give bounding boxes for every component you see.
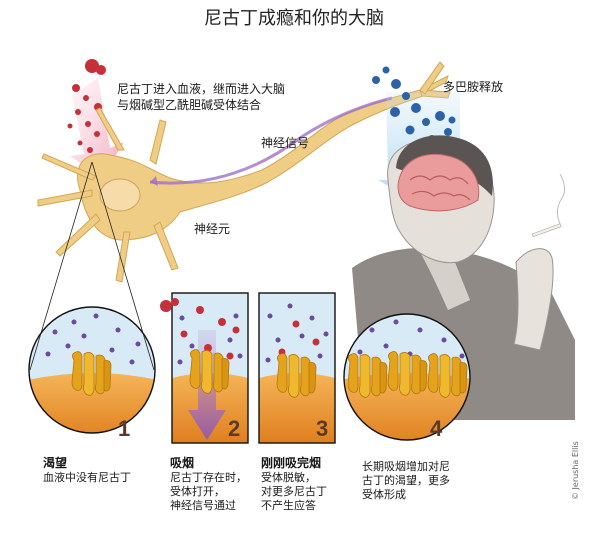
neuron-label: 神经元: [194, 222, 231, 236]
panel-1-number: 1: [118, 416, 131, 441]
panel-2-line-3: 神经信号通过: [170, 499, 236, 512]
panel-2-heading: 吸烟: [170, 456, 195, 470]
panel-2-line-1: 尼古丁存在时，: [170, 471, 247, 484]
dopamine-release-label: 多巴胺释放: [443, 80, 504, 94]
panel-2-number: 2: [228, 416, 241, 441]
nerve-signal-arrow: [149, 96, 393, 185]
panel-1-line-1: 血液中没有尼古丁: [43, 471, 131, 484]
panel-4-line-2: 古丁的渴望，更多: [362, 474, 450, 487]
panel-4-number: 4: [430, 416, 443, 441]
panel-3-line-2: 对更多尼古丁: [261, 485, 327, 498]
nicotine-path-arrow: [70, 78, 124, 178]
page-title: 尼古丁成瘾和你的大脑: [204, 8, 384, 29]
zoom-lines: [29, 161, 155, 371]
panel-3-line-1: 受体脱敏，: [261, 471, 316, 484]
panel-1-heading: 渴望: [43, 456, 68, 470]
nicotine-entry-label-line-2: 与烟碱型乙酰胆碱受体结合: [117, 98, 262, 112]
panel-2-illustration: [172, 293, 248, 443]
panel-3-line-3: 不产生应答: [261, 499, 316, 512]
panel-4-line-1: 长期吸烟增加对尼: [362, 460, 450, 473]
nicotine-entry-label-line-1: 尼古丁进入血液，继而进入大脑: [117, 82, 286, 96]
panel-3-heading: 刚刚吸完烟: [261, 456, 322, 470]
panel-2-line-2: 受体打开，: [170, 485, 225, 498]
panel-3-illustration: [259, 293, 335, 443]
panel-4-illustration: [344, 314, 470, 440]
nicotine-molecules-top: [67, 59, 106, 153]
artist-credit: © Jerusha Ellis: [571, 441, 580, 500]
panel-3-number: 3: [316, 416, 329, 441]
nicotine-molecules-panel-2: [160, 298, 179, 312]
nerve-signal-label: 神经信号: [261, 136, 310, 150]
neuron-nucleus: [99, 178, 141, 212]
panel-4-line-3: 受体形成: [362, 488, 406, 501]
